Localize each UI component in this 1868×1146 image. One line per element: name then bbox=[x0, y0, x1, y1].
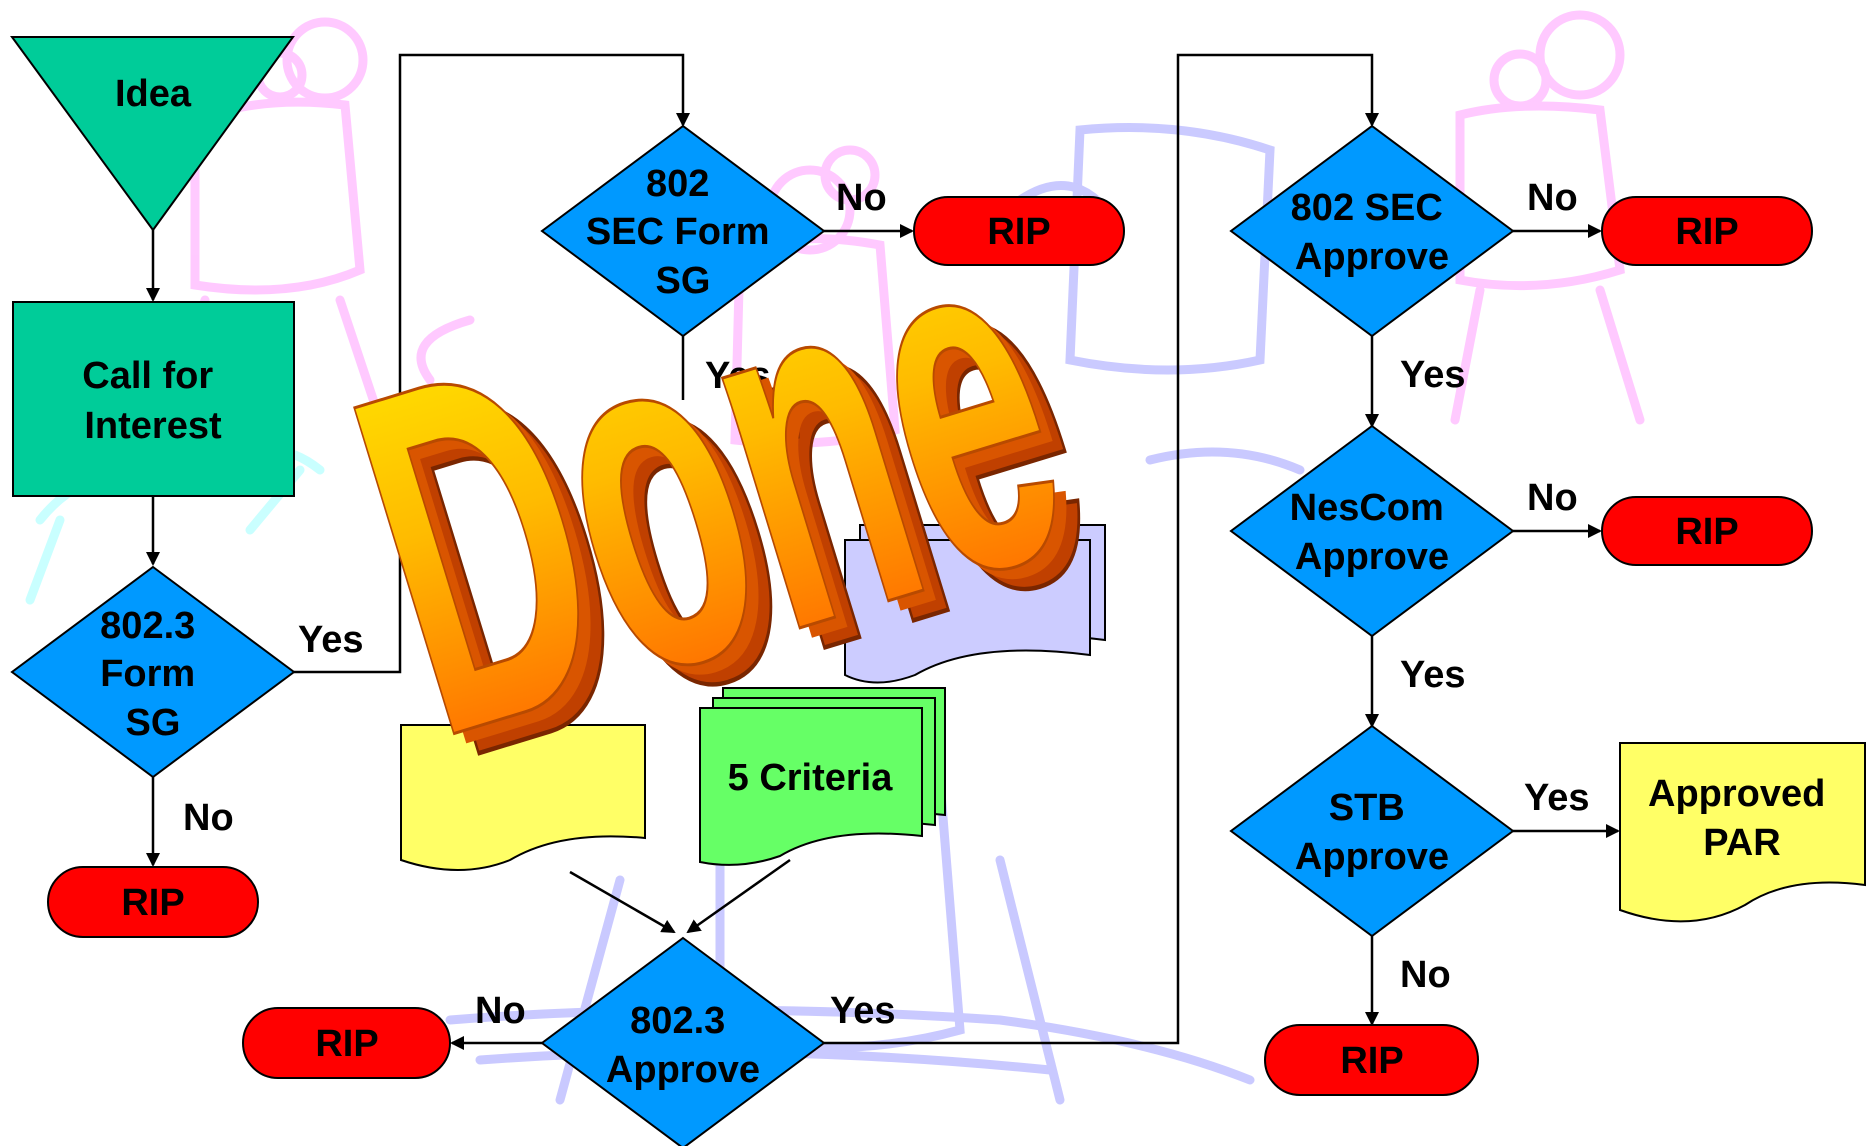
doc-five-criteria-stack: 5 Criteria bbox=[699, 687, 946, 866]
rip-8023-form-label: RIP bbox=[121, 882, 184, 924]
form-sg-8023-decision: 802.3 Form SG bbox=[10, 565, 296, 779]
form-sg-8023-line-1: 802.3 bbox=[100, 605, 195, 647]
form-sg-no-label: No bbox=[183, 797, 234, 839]
sec-form-sg-line-1: 802 bbox=[646, 163, 709, 205]
rip-sec-approve-label: RIP bbox=[1675, 211, 1738, 253]
sec-approve-no-label: No bbox=[1527, 177, 1578, 219]
connectors bbox=[146, 53, 1620, 1050]
approve-8023-line-2: Approve bbox=[606, 1049, 760, 1091]
sec-form-yes-label: Yes bbox=[705, 355, 771, 397]
sec-form-no-label: No bbox=[836, 177, 887, 219]
nescom-approve-line-1: NesCom bbox=[1290, 487, 1444, 529]
nescom-approve-line-2: Approve bbox=[1295, 536, 1449, 578]
stb-approve-line-1: STB bbox=[1329, 787, 1405, 829]
rip-nescom-terminal: RIP bbox=[1601, 496, 1813, 566]
rip-stb-terminal: RIP bbox=[1264, 1024, 1479, 1096]
sec-form-sg-decision: 802 SEC Form SG bbox=[540, 124, 826, 338]
stb-yes-label: Yes bbox=[1524, 777, 1590, 819]
stb-approve-decision: STB Approve bbox=[1229, 724, 1515, 938]
svg-text:Call for Interest: Call for Interest bbox=[82, 355, 223, 447]
rip-8023-approve-terminal: RIP bbox=[242, 1007, 451, 1079]
form-sg-8023-line-3: SG bbox=[126, 702, 181, 744]
rip-8023-approve-label: RIP bbox=[315, 1023, 378, 1065]
nescom-yes-label: Yes bbox=[1400, 654, 1466, 696]
svg-text:NesCom Approve: NesCom Approve bbox=[1290, 487, 1455, 578]
sec-approve-line-1: 802 SEC bbox=[1291, 187, 1443, 229]
svg-text:802.3 Form SG: 802.3 Form SG bbox=[100, 605, 206, 744]
five-criteria-label: 5 Criteria bbox=[728, 757, 894, 799]
sec-form-sg-line-3: SG bbox=[656, 260, 711, 302]
doc-yellow bbox=[400, 724, 646, 871]
form-sg-8023-line-2: Form bbox=[100, 653, 195, 695]
approve-8023-no-label: No bbox=[475, 990, 526, 1032]
svg-text:802.3 Approve: 802.3 Approve bbox=[606, 1000, 760, 1091]
call-for-interest-line-2: Interest bbox=[84, 405, 222, 447]
rip-nescom-label: RIP bbox=[1675, 511, 1738, 553]
form-sg-yes-label: Yes bbox=[298, 619, 364, 661]
rip-sec-approve-terminal: RIP bbox=[1601, 196, 1813, 266]
stb-approve-line-2: Approve bbox=[1295, 836, 1449, 878]
doc-lavender-stack bbox=[844, 524, 1106, 684]
call-for-interest-process: Call for Interest bbox=[12, 301, 295, 497]
rip-sec-form-terminal: RIP bbox=[913, 196, 1125, 266]
nescom-approve-decision: NesCom Approve bbox=[1229, 424, 1515, 638]
call-for-interest-line-1: Call for bbox=[82, 355, 213, 397]
idea-label: Idea bbox=[115, 73, 192, 115]
sec-approve-decision: 802 SEC Approve bbox=[1229, 124, 1515, 338]
rip-8023-form-terminal: RIP bbox=[47, 866, 259, 938]
svg-text:802 SEC Approve: 802 SEC Approve bbox=[1291, 187, 1454, 278]
approve-8023-line-1: 802.3 bbox=[630, 1000, 725, 1042]
sec-approve-yes-label: Yes bbox=[1400, 354, 1466, 396]
approved-par-line-2: PAR bbox=[1703, 822, 1780, 864]
approved-par-document: Approved PAR bbox=[1619, 742, 1866, 923]
nescom-no-label: No bbox=[1527, 477, 1578, 519]
approve-8023-decision: 802.3 Approve bbox=[540, 936, 826, 1146]
sec-form-sg-line-2: SEC Form bbox=[586, 211, 770, 253]
stb-no-label: No bbox=[1400, 954, 1451, 996]
svg-text:802 SEC Form SG: 802 SEC Form SG bbox=[586, 163, 780, 302]
svg-text:Approved PAR: Approved PAR bbox=[1648, 773, 1836, 864]
idea-start-node: Idea bbox=[10, 36, 295, 232]
sec-approve-line-2: Approve bbox=[1295, 236, 1449, 278]
svg-text:STB Approve: STB Approve bbox=[1295, 787, 1449, 878]
rip-sec-form-label: RIP bbox=[987, 211, 1050, 253]
approved-par-line-1: Approved bbox=[1648, 773, 1825, 815]
approve-8023-yes-label: Yes bbox=[830, 990, 896, 1032]
rip-stb-label: RIP bbox=[1340, 1040, 1403, 1082]
